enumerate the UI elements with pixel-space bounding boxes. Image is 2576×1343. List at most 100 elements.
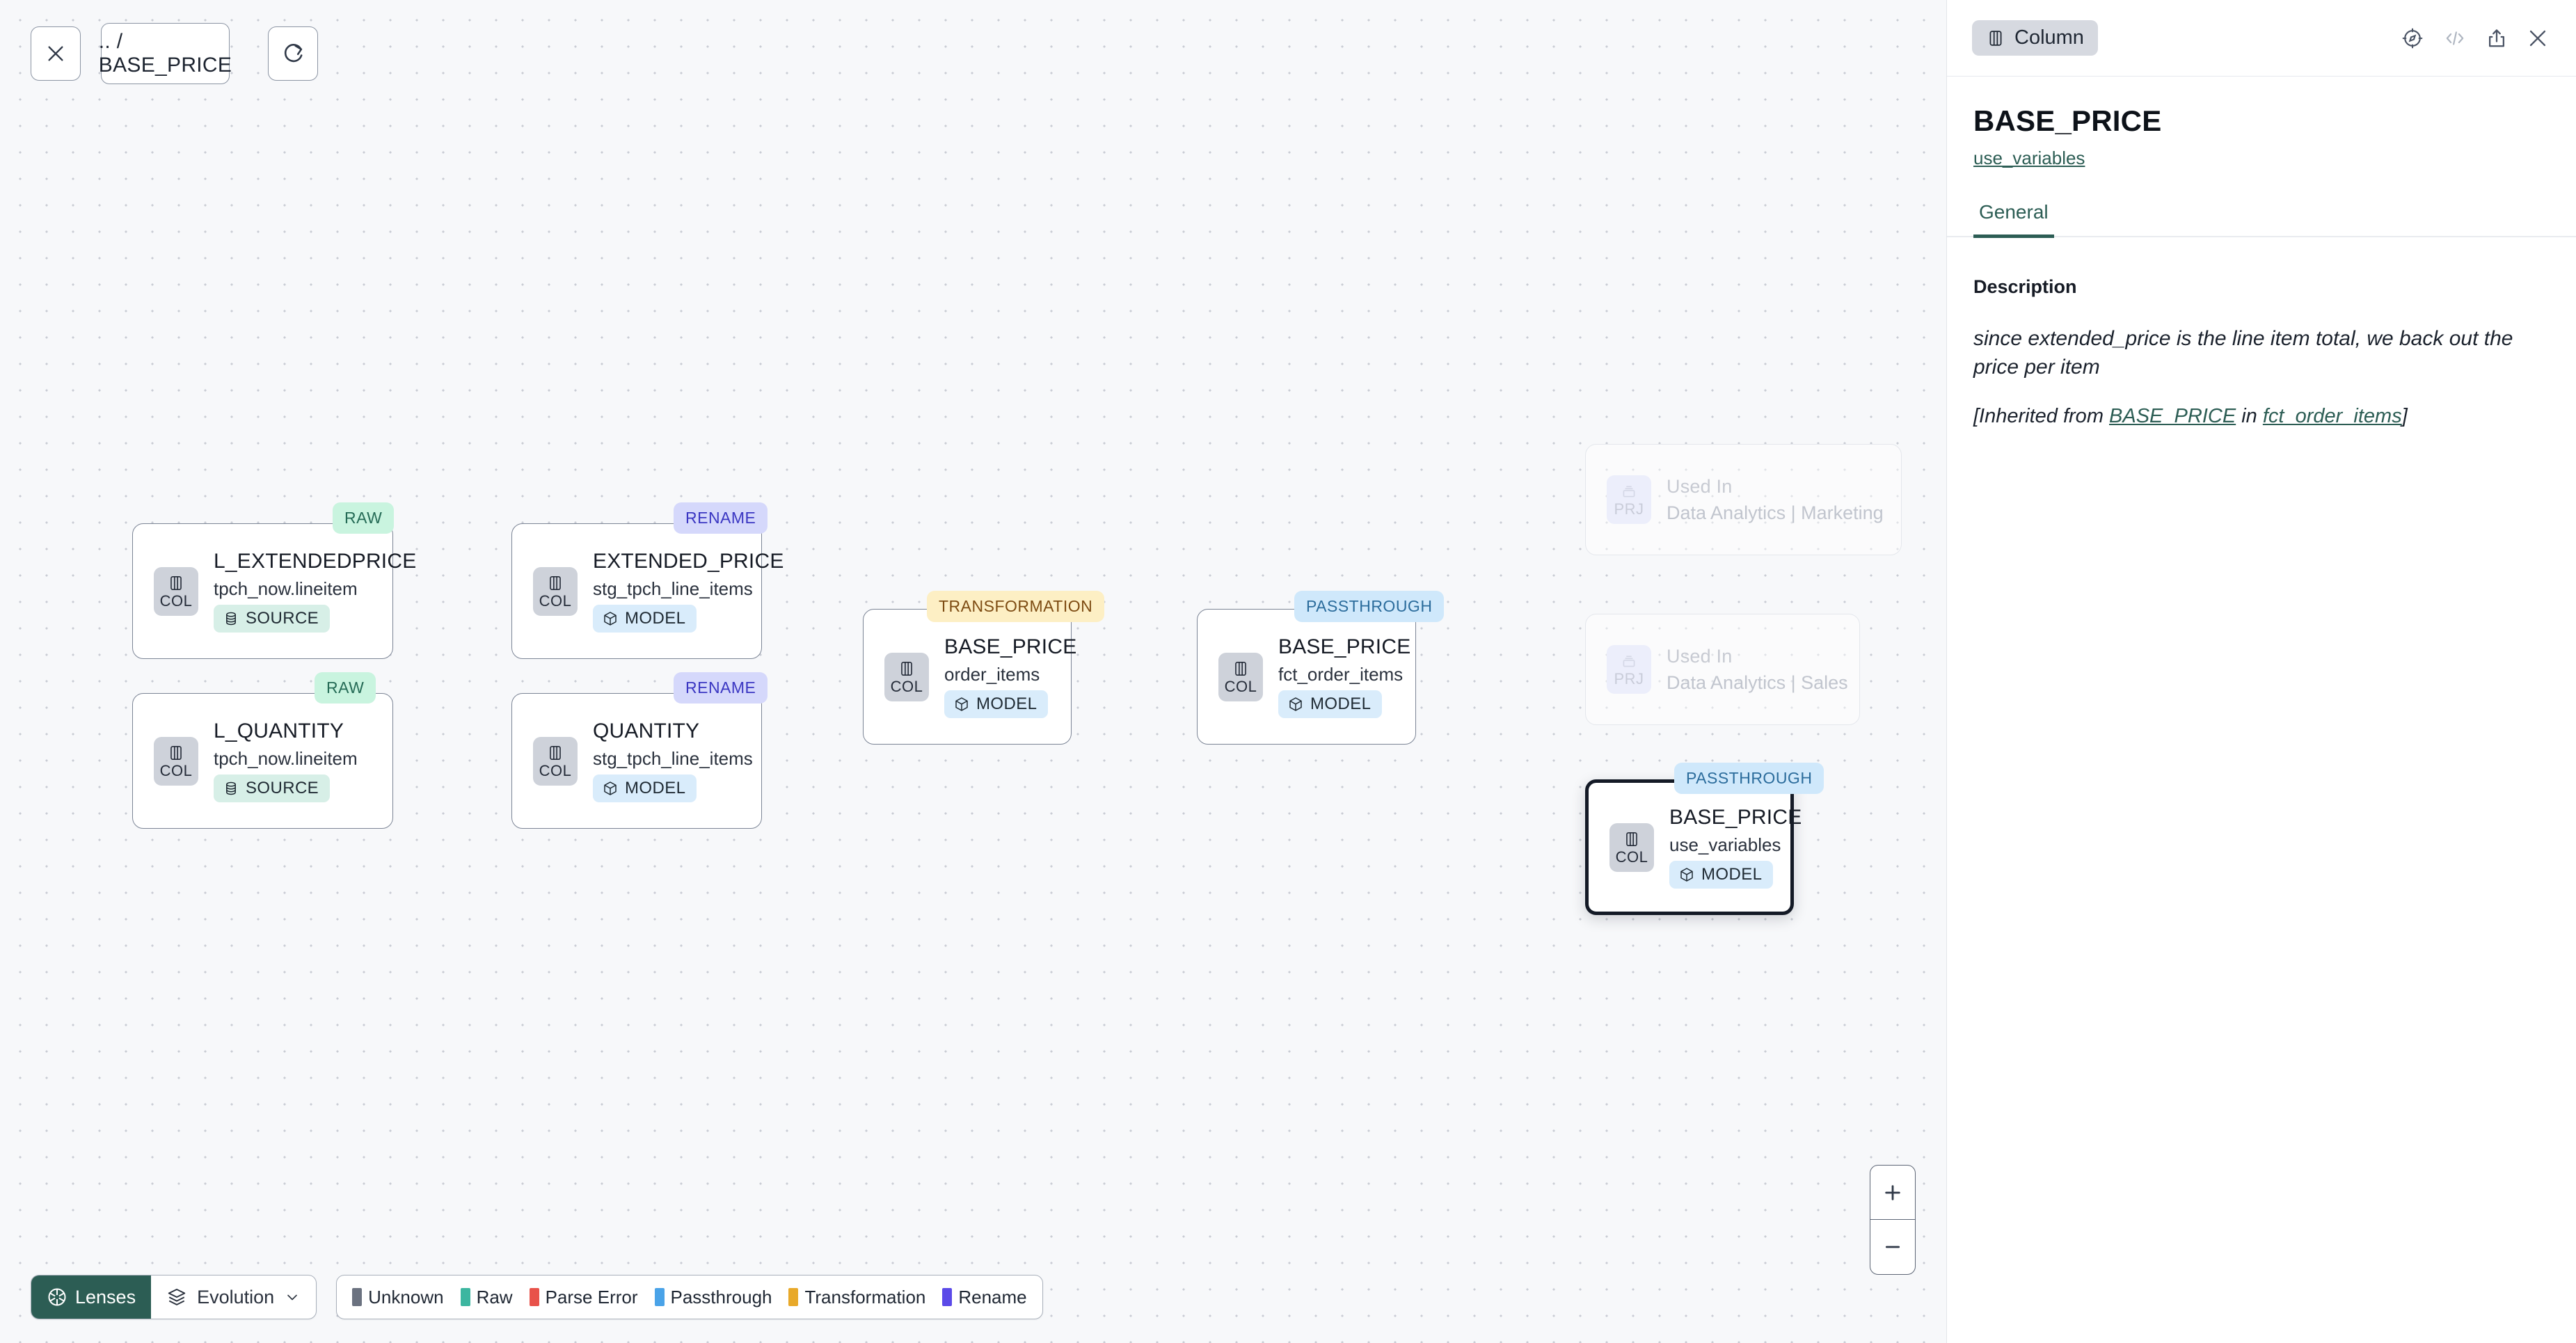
lenses-button[interactable]: Lenses (31, 1276, 151, 1319)
aperture-icon (47, 1287, 67, 1308)
inherited-from-note: [Inherited from BASE_PRICE in fct_order_… (1973, 405, 2550, 428)
node-subtitle: use_variables (1669, 834, 1802, 856)
node-status-badge-base_price_order_items: TRANSFORMATION (927, 591, 1104, 622)
node-type-label: COL (160, 594, 193, 609)
project-icon (1620, 652, 1638, 670)
legend-item[interactable]: Unknown (352, 1287, 443, 1308)
breadcrumb[interactable]: .. / BASE_PRICE (101, 23, 230, 84)
inherited-model-link[interactable]: fct_order_items (2263, 405, 2402, 427)
legend-label: Passthrough (671, 1287, 772, 1308)
lens-group: Lenses Evolution (31, 1275, 317, 1319)
code-icon (2442, 27, 2467, 49)
legend-swatch (942, 1288, 952, 1306)
node-title: L_QUANTITY (214, 720, 358, 743)
canvas-bottom-bar: Lenses Evolution Unknown Raw Parse Error Pa… (31, 1275, 1043, 1319)
node-subtitle: Data Analytics | Sales (1667, 672, 1848, 694)
node-type-tag: PRJ (1607, 645, 1651, 694)
legend-label: Parse Error (546, 1287, 638, 1308)
panel-header-actions (2401, 26, 2550, 50)
compass-icon (2401, 26, 2424, 50)
share-button[interactable] (2486, 27, 2508, 49)
node-kind-badge: MODEL (1278, 690, 1382, 718)
node-type-tag: COL (154, 567, 198, 616)
view-code-button[interactable] (2442, 27, 2467, 49)
legend-swatch (461, 1288, 470, 1306)
column-icon (546, 574, 564, 592)
node-kind-badge: MODEL (593, 774, 697, 802)
lineage-node-extended_price[interactable]: COLEXTENDED_PRICEstg_tpch_line_itemsMODE… (511, 523, 762, 659)
lineage-node-base_price_fct_order_items[interactable]: COLBASE_PRICEfct_order_itemsMODEL (1197, 609, 1416, 745)
lineage-node-l_extendedprice[interactable]: COLL_EXTENDEDPRICEtpch_now.lineitemSOURC… (132, 523, 393, 659)
cube-icon (602, 780, 619, 797)
lineage-node-quantity[interactable]: COLQUANTITYstg_tpch_line_itemsMODEL (511, 693, 762, 829)
page-title: BASE_PRICE (1973, 104, 2550, 138)
legend-swatch (530, 1288, 539, 1306)
panel-tabs: General (1947, 201, 2576, 237)
inherited-column-link[interactable]: BASE_PRICE (2109, 405, 2236, 427)
node-title: Used In (1667, 476, 1884, 498)
node-kind-badge: SOURCE (214, 774, 330, 802)
panel-subtitle-link[interactable]: use_variables (1973, 148, 2085, 169)
legend-item[interactable]: Parse Error (530, 1287, 638, 1308)
cube-icon (1287, 696, 1304, 713)
plus-icon (1882, 1182, 1904, 1204)
cube-icon (953, 696, 970, 713)
node-subtitle: Data Analytics | Marketing (1667, 502, 1884, 524)
share-icon (2486, 27, 2508, 49)
node-type-label: PRJ (1614, 502, 1644, 517)
evolution-dropdown[interactable]: Evolution (151, 1276, 316, 1319)
legend-label: Unknown (368, 1287, 443, 1308)
legend-item[interactable]: Passthrough (655, 1287, 772, 1308)
node-subtitle: tpch_now.lineitem (214, 748, 358, 770)
tab-general[interactable]: General (1973, 201, 2054, 238)
node-title: BASE_PRICE (944, 635, 1076, 659)
lineage-node-l_quantity[interactable]: COL L_QUANTITY tpch_now.lineitemSOURCE (132, 693, 393, 829)
close-lineage-button[interactable] (31, 26, 81, 81)
node-type-label: COL (539, 594, 572, 609)
close-icon (45, 42, 67, 65)
node-status-badge-base_price_use_variables: PASSTHROUGH (1674, 763, 1824, 794)
node-type-label: PRJ (1614, 672, 1644, 687)
legend-item[interactable]: Transformation (788, 1287, 925, 1308)
node-subtitle: fct_order_items (1278, 664, 1410, 685)
column-icon (546, 744, 564, 762)
legend-swatch (352, 1288, 362, 1306)
close-panel-button[interactable] (2526, 26, 2550, 50)
legend-label: Rename (958, 1287, 1026, 1308)
node-kind-badge: MODEL (593, 605, 697, 633)
lineage-node-base_price_order_items[interactable]: COLBASE_PRICEorder_itemsMODEL (863, 609, 1072, 745)
refresh-icon (281, 42, 305, 65)
column-icon (167, 744, 185, 762)
node-title: EXTENDED_PRICE (593, 550, 784, 573)
zoom-out-button[interactable] (1870, 1220, 1915, 1274)
explore-button[interactable] (2401, 26, 2424, 50)
details-panel: Column (1946, 0, 2576, 1343)
lineage-canvas[interactable]: .. / BASE_PRICE PRJUs (0, 0, 1946, 1343)
node-type-tag: COL (154, 737, 198, 786)
legend-label: Raw (477, 1287, 513, 1308)
node-status-badge-l_quantity: RAW (315, 672, 376, 704)
legend-item[interactable]: Rename (942, 1287, 1026, 1308)
node-type-label: COL (160, 763, 193, 779)
lenses-label: Lenses (75, 1287, 136, 1308)
lineage-node-used-in-marketing: PRJ Used In Data Analytics | Marketing (1585, 444, 1902, 555)
lineage-node-base_price_use_variables[interactable]: COLBASE_PRICEuse_variablesMODEL (1585, 779, 1794, 915)
column-icon (1623, 830, 1641, 848)
node-status-badge-base_price_fct_order_items: PASSTHROUGH (1294, 591, 1444, 622)
node-subtitle: stg_tpch_line_items (593, 578, 784, 600)
chevron-down-icon (284, 1289, 301, 1305)
cube-icon (602, 610, 619, 627)
node-kind-badge: MODEL (1669, 861, 1773, 889)
node-title: Used In (1667, 646, 1848, 667)
node-kind-badge: SOURCE (214, 605, 330, 633)
legend-item[interactable]: Raw (461, 1287, 513, 1308)
entity-type-chip[interactable]: Column (1972, 20, 2098, 56)
zoom-in-button[interactable] (1870, 1166, 1915, 1220)
legend-swatch (788, 1288, 798, 1306)
refresh-button[interactable] (268, 26, 318, 81)
inherited-prefix: [Inherited from (1973, 405, 2109, 427)
node-type-tag: COL (1609, 823, 1654, 872)
node-type-label: COL (891, 679, 923, 694)
node-title: BASE_PRICE (1669, 806, 1802, 829)
node-title: QUANTITY (593, 720, 753, 743)
